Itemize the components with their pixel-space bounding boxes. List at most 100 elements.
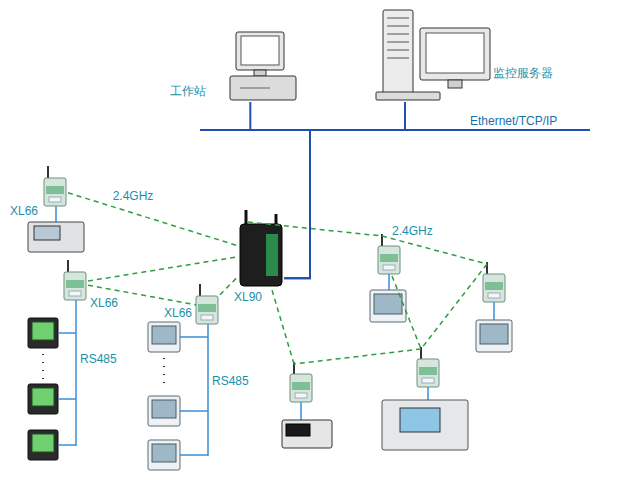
meter-symbol [28, 384, 58, 414]
antenna-symbol [47, 166, 49, 178]
gateway-panel [266, 234, 278, 276]
meter-screen [32, 434, 54, 452]
wireless-module-symbol [417, 359, 439, 387]
module-stripe [46, 186, 64, 194]
device-wire [388, 274, 390, 290]
drive-slot [240, 88, 270, 89]
controller-symbol [28, 222, 84, 252]
module-stripe [419, 367, 437, 375]
wireless-module-node: XL66 [196, 290, 220, 324]
wireless-module-symbol [44, 178, 66, 206]
meter-screen [374, 294, 402, 314]
wireless-link [294, 349, 421, 364]
bus-label: RS485 [212, 374, 249, 388]
device-wire [300, 402, 302, 420]
meter-screen [480, 324, 508, 344]
monitor-screen [241, 36, 279, 65]
meter-symbol [28, 318, 58, 348]
rs485-tap [180, 410, 208, 412]
rs485-tap [58, 398, 76, 400]
wireless-module-symbol [483, 274, 505, 302]
device-wire [493, 302, 495, 320]
wireless-link [272, 290, 294, 364]
frequency-label: 2.4GHz [392, 224, 433, 238]
workstation-node: 工作站 [228, 30, 300, 102]
meter-screen [32, 388, 54, 406]
gateway-node: XL90 [238, 218, 284, 288]
node-label: 工作站 [170, 84, 206, 98]
gateway-symbol [240, 224, 282, 286]
monitor-stand [448, 80, 462, 88]
wireless-link [382, 236, 487, 264]
controller-screen [34, 226, 60, 240]
module-stripe [66, 280, 84, 288]
rs485-tap [180, 454, 208, 456]
rs485-tap [58, 444, 76, 446]
network-label: Ethernet/TCP/IP [470, 114, 557, 128]
node-label: XL66 [164, 306, 192, 320]
wireless-module-symbol [290, 374, 312, 402]
monitor-screen [426, 33, 484, 73]
module-stripe [292, 382, 310, 390]
drive-slot [387, 42, 409, 43]
rs485-wire [75, 300, 77, 446]
module-window [422, 378, 434, 383]
monitor-symbol [420, 28, 490, 80]
module-stripe [380, 254, 398, 262]
computer-case [230, 76, 296, 100]
rs485-tap [58, 332, 76, 334]
meter-screen [32, 322, 54, 340]
protection-device-screen [400, 408, 440, 432]
controller-symbol [282, 420, 332, 448]
ethernet-link [284, 102, 405, 278]
server-node: 监控服务器 [375, 8, 495, 102]
drive-slot [387, 26, 409, 27]
protection-device-symbol [382, 400, 468, 450]
monitor-stand [254, 70, 266, 76]
wireless-module-symbol [378, 246, 400, 274]
device-wire [55, 206, 57, 222]
monitor-symbol [236, 32, 284, 70]
wireless-module-symbol [196, 296, 218, 324]
drive-slot [387, 18, 409, 19]
meter-screen [152, 400, 176, 418]
module-stripe [198, 304, 216, 312]
meter-symbol [476, 320, 512, 352]
frequency-label: 2.4GHz [111, 189, 156, 203]
keyboard-symbol [376, 92, 440, 100]
ellipsis-dots [42, 354, 44, 380]
node-label: XL66 [90, 296, 118, 310]
drive-slot [387, 34, 409, 35]
wireless-link [392, 276, 421, 349]
server-tower [383, 10, 413, 96]
drive-slot [387, 58, 409, 59]
meter-symbol [148, 322, 180, 352]
bus-label: RS485 [80, 352, 117, 366]
rs485-wire [207, 324, 209, 456]
meter-screen [152, 444, 176, 462]
wireless-link [88, 257, 238, 281]
module-window [201, 315, 213, 320]
drive-slot [387, 50, 409, 51]
node-label: 监控服务器 [493, 66, 553, 80]
device-wire [427, 387, 429, 400]
meter-symbol [28, 430, 58, 460]
meter-symbol [148, 396, 180, 426]
node-label: XL90 [234, 290, 262, 304]
controller-screen [286, 424, 310, 436]
wireless-module-symbol [64, 272, 86, 300]
wireless-link [421, 264, 487, 349]
meter-symbol [370, 290, 406, 322]
module-window [49, 197, 61, 202]
meter-screen [152, 326, 176, 344]
module-stripe [485, 282, 503, 290]
antenna-symbol [67, 260, 69, 272]
node-label: XL66 [10, 204, 38, 218]
module-window [69, 291, 81, 296]
rs485-tap [180, 336, 208, 338]
wireless-link [248, 222, 382, 236]
antenna-symbol [199, 284, 201, 296]
wireless-module-node: XL66 [44, 172, 68, 206]
ellipsis-dots [163, 358, 165, 390]
